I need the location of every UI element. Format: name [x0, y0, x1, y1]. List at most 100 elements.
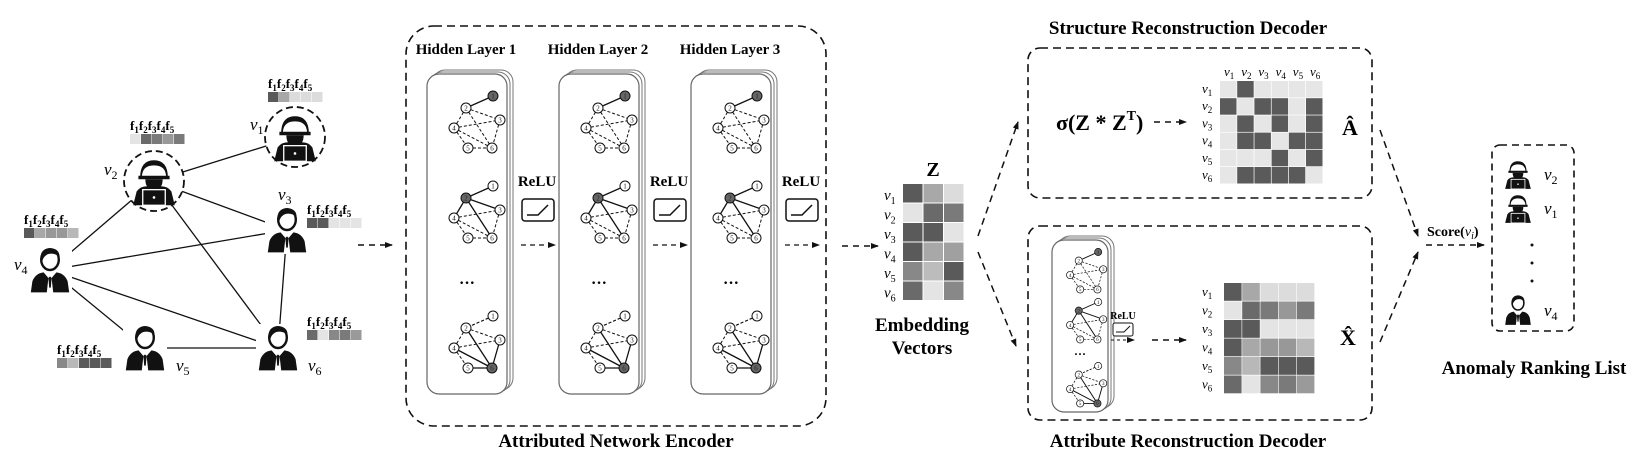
mini-graph-node-label: 6 [1096, 287, 1099, 293]
attribute-cell [312, 92, 323, 102]
mini-graph-edge [465, 197, 493, 239]
mini-graph-node [487, 310, 499, 322]
mini-graph-edge [729, 107, 765, 121]
ranking-ellipsis-dot [1530, 261, 1534, 265]
feature-header: f1f2f3f4f5 [57, 342, 102, 359]
mini-graph-node-label: 4 [584, 125, 588, 133]
mini-graph-node [1074, 256, 1083, 265]
mini-graph-node [580, 342, 592, 354]
mini-graph-node [460, 192, 472, 204]
mini-graph-edge [1078, 310, 1098, 340]
attribute-row-label: v4 [1202, 340, 1213, 357]
attribute-cell [163, 134, 174, 144]
adjacency-cell [1306, 149, 1323, 167]
adjacency-row-label: v5 [1202, 150, 1213, 167]
mini-graph-edge [717, 347, 757, 369]
attribute-cell [340, 330, 351, 340]
adjacency-column-label: v2 [1241, 64, 1251, 81]
mini-graph-node [626, 334, 638, 346]
mini-graph-edge [1070, 382, 1104, 390]
attribute-cell [268, 92, 279, 102]
adjacency-row-label: v4 [1202, 133, 1213, 150]
adjacency-cell [1237, 115, 1254, 132]
embedding-cell [903, 184, 923, 203]
mini-graph-node [580, 212, 592, 224]
attribute-cell [290, 92, 301, 102]
mini-graph-edge [1069, 324, 1098, 340]
attribute-cell [1278, 375, 1297, 394]
attribute-cell [351, 330, 362, 340]
mini-graph-node [751, 180, 763, 192]
mini-graph-edge [453, 217, 493, 239]
adjacency-cell [1271, 132, 1289, 150]
relu-icon [653, 198, 687, 222]
mini-graph-node-label: 3 [762, 117, 766, 125]
arrow-attribute-to-score [1379, 251, 1419, 343]
mini-graph-edge [717, 127, 757, 149]
arrow-embedding-to-structure-decoder [977, 121, 1019, 237]
attribute-decoder-activation-label: ReLU [1110, 311, 1136, 322]
adjacency-cell [1237, 149, 1254, 167]
hidden-layer-title: Hidden Layer 3 [680, 42, 781, 58]
embedding-row-label: v6 [884, 286, 896, 305]
mini-graph-node-label: 6 [754, 365, 758, 373]
attribute-cell [351, 218, 362, 228]
embedding-cell [944, 242, 964, 261]
attribute-cell [1224, 283, 1242, 301]
ellipsis: ··· [723, 275, 739, 292]
attribute-cell [46, 228, 57, 238]
attribute-cell [307, 330, 318, 340]
mini-graph-node-label: 4 [716, 215, 720, 223]
embedding-cell [944, 223, 964, 242]
mini-graph-node [1094, 362, 1103, 370]
adjacency-cell [1254, 132, 1271, 150]
mini-graph-node [724, 102, 736, 114]
mini-graph-node [751, 90, 763, 102]
mini-graph-edge [585, 209, 633, 219]
adjacency-cell [1254, 115, 1271, 132]
adjacency-cell [1306, 98, 1323, 115]
mini-graph-edge [717, 327, 731, 349]
mini-graph-node-label: 2 [464, 195, 468, 203]
attribute-cell [68, 358, 79, 368]
attribute-cell [340, 218, 351, 228]
adjacency-cell [1271, 115, 1289, 132]
mini-graph-node [724, 192, 736, 204]
mini-graph-node-label: 3 [498, 117, 502, 125]
mini-graph-node-label: 4 [452, 345, 456, 353]
mini-graph-node [1066, 321, 1075, 329]
adjacency-column-label: v1 [1224, 64, 1234, 81]
mini-graph-node-label: 4 [452, 215, 456, 223]
ranking-item-label: v2 [1544, 165, 1558, 187]
embedding-cell [944, 262, 964, 281]
adjacency-cell [1271, 149, 1289, 167]
relu-curve [659, 204, 681, 216]
attribute-cell [1260, 375, 1278, 394]
mini-graph-edge [597, 197, 633, 211]
network-edge [49, 269, 279, 349]
attribute-cell [1296, 375, 1315, 394]
embedding-cell [923, 184, 943, 203]
mini-graph-node-label: 3 [1102, 317, 1105, 323]
mini-graph-node-label: 3 [1102, 381, 1105, 387]
ranking-item: v2 [1504, 160, 1558, 190]
attribute-cell [1296, 357, 1315, 375]
attribute-cell [1242, 320, 1260, 338]
mini-graph-edge [1078, 310, 1104, 320]
mini-graph-edge [585, 119, 633, 129]
adjacency-cell [1237, 132, 1254, 150]
mini-graph-edge [465, 327, 501, 341]
attribute-cell [1278, 338, 1297, 357]
attribute-cell [318, 330, 329, 340]
mini-graph-node [1076, 399, 1085, 408]
mini-graph-edge [1069, 388, 1098, 404]
mini-graph-node [592, 192, 604, 204]
mini-graph-node-label: 6 [754, 145, 758, 153]
arrow-embedding-to-attribute-decoder [977, 251, 1017, 347]
embedding-cell [903, 242, 923, 261]
